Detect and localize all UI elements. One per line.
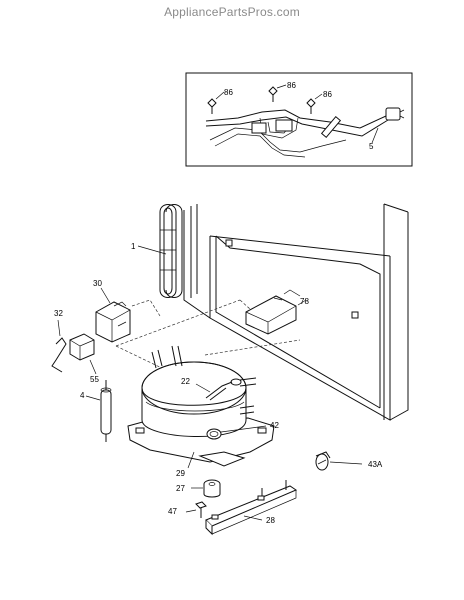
callout-5: 5 <box>369 142 374 151</box>
callout-22: 22 <box>181 377 190 386</box>
watermark-text: AppliancePartsPros.com <box>164 5 300 19</box>
callout-1: 1 <box>131 242 136 251</box>
callout-86: 86 <box>287 81 296 90</box>
callout-43A: 43A <box>368 460 383 469</box>
callout-30: 30 <box>93 279 102 288</box>
wire-clip: 32 <box>51 309 67 373</box>
rubber-grommet: 27 <box>176 479 221 498</box>
control-box: 78 <box>245 289 309 335</box>
pipe-clamp: 43A <box>315 451 383 471</box>
cabinet-outline <box>183 203 409 421</box>
cable-tie: 22 <box>181 377 242 401</box>
compressor: 29 42 <box>127 345 279 478</box>
callout-55: 55 <box>90 375 99 384</box>
callout-28: 28 <box>266 516 275 525</box>
callout-42: 42 <box>270 421 279 430</box>
wiring-harness-inset: 86 86 86 5 <box>185 72 413 167</box>
callout-29: 29 <box>176 469 185 478</box>
screw-icon <box>306 98 316 114</box>
callout-86: 86 <box>224 88 233 97</box>
callout-86: 86 <box>323 90 332 99</box>
screw-icon <box>268 86 278 102</box>
callout-32: 32 <box>54 309 63 318</box>
condenser-coil: 1 <box>131 204 183 298</box>
relay: 30 <box>93 279 131 343</box>
overload-protector: 55 <box>69 333 99 384</box>
mounting-screw-icon: 47 <box>168 501 207 518</box>
callout-4: 4 <box>80 391 85 400</box>
mounting-rail: 28 <box>205 480 298 536</box>
callout-47: 47 <box>168 507 177 516</box>
callout-78: 78 <box>300 297 309 306</box>
filter-drier: 4 <box>80 380 112 442</box>
screw-icon <box>207 98 217 114</box>
callout-27: 27 <box>176 484 185 493</box>
